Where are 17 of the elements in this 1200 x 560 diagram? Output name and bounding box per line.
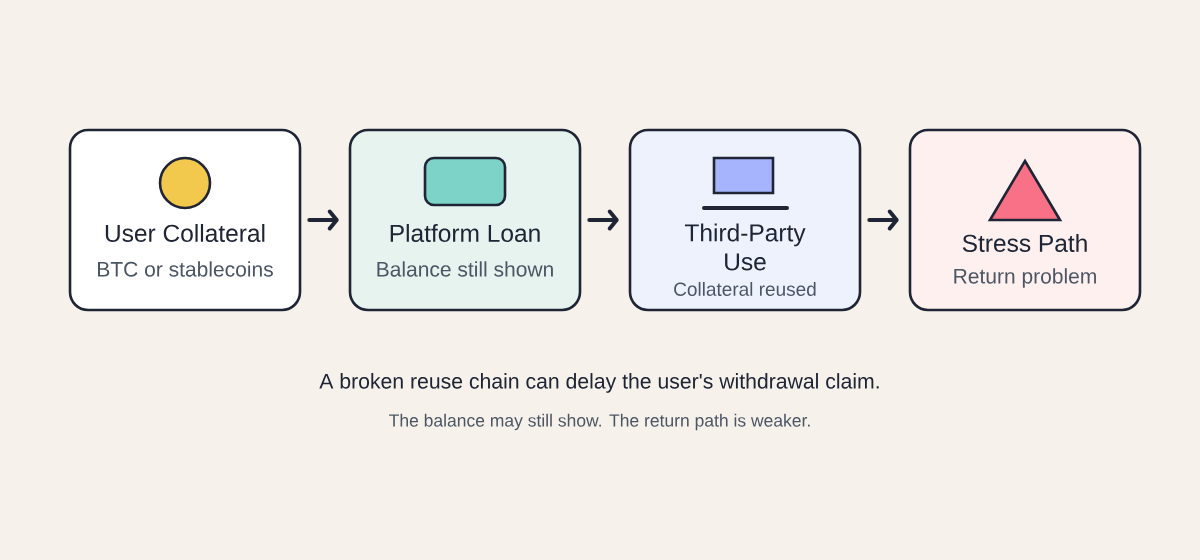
node-title: Third-Party Use — [684, 223, 806, 271]
node-description: Balance still shown — [377, 261, 553, 277]
process-box — [628, 128, 862, 312]
note-text: The balance may still show. The return path is weaker. — [389, 413, 810, 431]
arrow — [867, 209, 899, 231]
node-title: Platform Loan — [390, 224, 540, 242]
process-box — [908, 128, 1142, 312]
process-box — [348, 128, 582, 312]
node-title: User Collateral — [105, 224, 265, 242]
arrow — [587, 209, 619, 231]
node-description: BTC or stablecoins — [98, 261, 273, 277]
node-title: Stress Path — [962, 234, 1087, 252]
process-box — [68, 128, 302, 312]
node-description: Collateral reused — [674, 282, 816, 296]
arrow — [307, 209, 339, 231]
node-description: Return problem — [954, 268, 1096, 288]
caption-text: A broken reuse chain can delay the user's withdrawal claim. — [319, 373, 879, 393]
